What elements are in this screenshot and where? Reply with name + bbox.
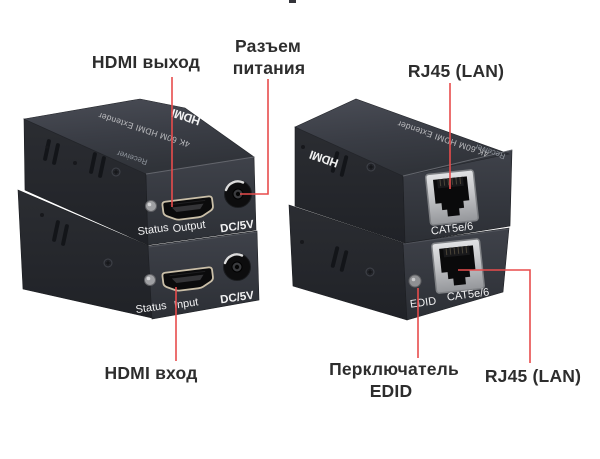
- dc-jack-input: [223, 253, 251, 281]
- hdmi-input-port: [161, 266, 214, 292]
- label-rj45-bottom: RJ45 (LAN): [485, 366, 581, 386]
- top-face: [294, 98, 511, 177]
- cat5e-label: CAT5e/6: [446, 286, 490, 303]
- screw: [365, 267, 375, 277]
- right-device-stack: EDID CAT5e/6 HDMI 4K 60M HDMI Extender R…: [288, 98, 513, 321]
- vent-slots: [40, 213, 69, 246]
- edid-button: [408, 274, 422, 288]
- status-label: Status: [137, 222, 170, 238]
- label-rj45-top: RJ45 (LAN): [408, 61, 504, 81]
- box-gap-edge: [148, 231, 258, 248]
- rj45-port-bottom: [431, 238, 485, 294]
- power-label: DC/5V: [220, 290, 256, 307]
- power-label: DC/5V: [220, 219, 256, 236]
- screw: [103, 258, 113, 268]
- left-bottom-device: Status Input DC/5V: [17, 189, 260, 320]
- power-connector-line: [240, 79, 269, 195]
- cropped-text-remnant: [289, 0, 296, 3]
- top-face: [22, 98, 255, 175]
- dc-jack-output: [224, 180, 252, 208]
- front-top-edge: [145, 156, 255, 175]
- box-gap-edge: [402, 228, 510, 245]
- left-device-stack: Status Input DC/5V HDM: [17, 98, 260, 320]
- rj45-port-top: [424, 169, 479, 226]
- label-hdmi-input: HDMI вход: [105, 363, 198, 383]
- label-edid-line1: Перключатель: [329, 359, 459, 379]
- input-port-label: Input: [173, 296, 199, 311]
- output-port-label: Output: [172, 219, 206, 235]
- status-led-input: [144, 274, 156, 286]
- front-top-edge: [402, 149, 513, 177]
- hdmi-output-port: [161, 195, 214, 221]
- callout-labels: HDMI выход Разъем питания RJ45 (LAN) HDM…: [92, 36, 581, 401]
- label-power-line1: Разъем: [235, 36, 301, 56]
- label-hdmi-output: HDMI выход: [92, 52, 200, 72]
- vent-slots: [300, 240, 349, 272]
- rj45-bottom-line: [458, 269, 531, 363]
- label-power-line2: питания: [233, 58, 306, 78]
- status-led-output: [145, 200, 157, 212]
- edid-label: EDID: [409, 295, 437, 311]
- right-bottom-device: EDID CAT5e/6: [288, 204, 510, 321]
- right-top-device: HDMI 4K 60M HDMI Extender Receiver CAT5e…: [294, 98, 513, 244]
- label-edid-line2: EDID: [370, 381, 413, 401]
- callout-lines: [171, 77, 531, 363]
- screw: [366, 162, 376, 172]
- vent-slots: [43, 139, 106, 178]
- left-top-device: HDMI 4K 60M HDMI Extender Receiver Statu…: [22, 98, 257, 246]
- cat5e-label: CAT5e/6: [430, 220, 474, 237]
- screw: [111, 167, 121, 177]
- status-label: Status: [135, 300, 168, 316]
- vent-slots: [301, 145, 349, 177]
